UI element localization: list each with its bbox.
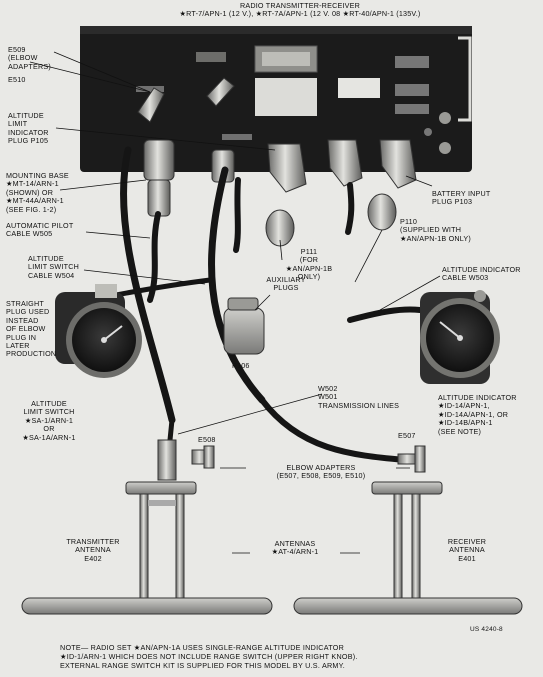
label-straight-plug: STRAIGHT PLUG USED INSTEAD OF ELBOW PLUG… — [6, 299, 57, 359]
altitude-limit-switch — [55, 284, 142, 378]
altitude-indicator — [420, 290, 500, 384]
label-auxiliary-plugs: AUXILIARY PLUGS — [266, 275, 306, 293]
label-e510: E510 — [8, 75, 26, 84]
label-e508: E508 — [198, 435, 216, 444]
cables — [87, 146, 423, 463]
label-elbow-adapters: ELBOW ADAPTERS (E507, E508, E509, E510) — [246, 463, 396, 481]
label-p106: P106 — [232, 361, 250, 370]
auxiliary-plugs — [223, 193, 397, 355]
figure-note: NOTE— RADIO SET ★AN/APN-1A USES SINGLE-R… — [60, 643, 358, 670]
label-p110: P110 (SUPPLIED WITH ★AN/APN-1B ONLY) — [400, 217, 472, 243]
label-transmission-lines: W502 W501 TRANSMISSION LINES — [318, 384, 400, 410]
title-line-2: ★RT-7/APN-1 (12 V.), ★RT-7A/APN-1 (12 V.… — [179, 9, 421, 19]
label-battery-input-plug: BATTERY INPUT PLUG P103 — [432, 189, 491, 207]
label-antennas: ANTENNAS ★AT-4/ARN-1 — [250, 539, 340, 557]
figure-title: RADIO TRANSMITTER-RECEIVER ★RT-7/APN-1 (… — [150, 1, 450, 19]
receiver-antenna — [293, 481, 523, 615]
title-line-1: RADIO TRANSMITTER-RECEIVER — [239, 1, 361, 10]
transmitter-receiver-unit — [80, 26, 472, 172]
label-p111: P111 (FOR ★AN/APN-1B ONLY) — [285, 247, 333, 282]
note-line-1: NOTE— RADIO SET ★AN/APN-1A USES SINGLE-R… — [60, 643, 345, 652]
chassis-connectors — [137, 77, 417, 217]
elbow-adapters — [191, 445, 426, 473]
label-e507: E507 — [398, 431, 416, 440]
note-line-2: ★ID-1/ARN-1 WHICH DOES NOT INCLUDE RANGE… — [60, 652, 358, 661]
label-altitude-limit-switch: ALTITUDE LIMIT SWITCH ★SA-1/ARN-1 OR ★SA… — [22, 399, 76, 442]
label-e509: E509 (ELBOW ADAPTERS) — [8, 45, 51, 71]
label-altitude-indicator: ALTITUDE INDICATOR ★ID-14/APN-1, ★ID-14A… — [438, 393, 517, 436]
label-automatic-pilot-cable: AUTOMATIC PILOT CABLE W505 — [6, 221, 74, 239]
transmitter-antenna — [21, 439, 273, 615]
note-line-3: EXTERNAL RANGE SWITCH KIT IS SUPPLIED FO… — [60, 661, 346, 670]
label-receiver-antenna: RECEIVER ANTENNA E401 — [447, 537, 487, 563]
label-altitude-limit-switch-cable: ALTITUDE LIMIT SWITCH CABLE W504 — [28, 254, 79, 280]
label-mounting-base: MOUNTING BASE ★MT-14/ARN-1 (SHOWN) OR ★M… — [6, 171, 69, 214]
figure-id: US 4240-8 — [470, 626, 503, 633]
label-transmitter-antenna: TRANSMITTER ANTENNA E402 — [66, 537, 120, 563]
label-altitude-indicator-cable: ALTITUDE INDICATOR CABLE W503 — [442, 265, 521, 283]
label-altitude-limit-indicator-plug: ALTITUDE LIMIT INDICATOR PLUG P105 — [8, 111, 49, 146]
